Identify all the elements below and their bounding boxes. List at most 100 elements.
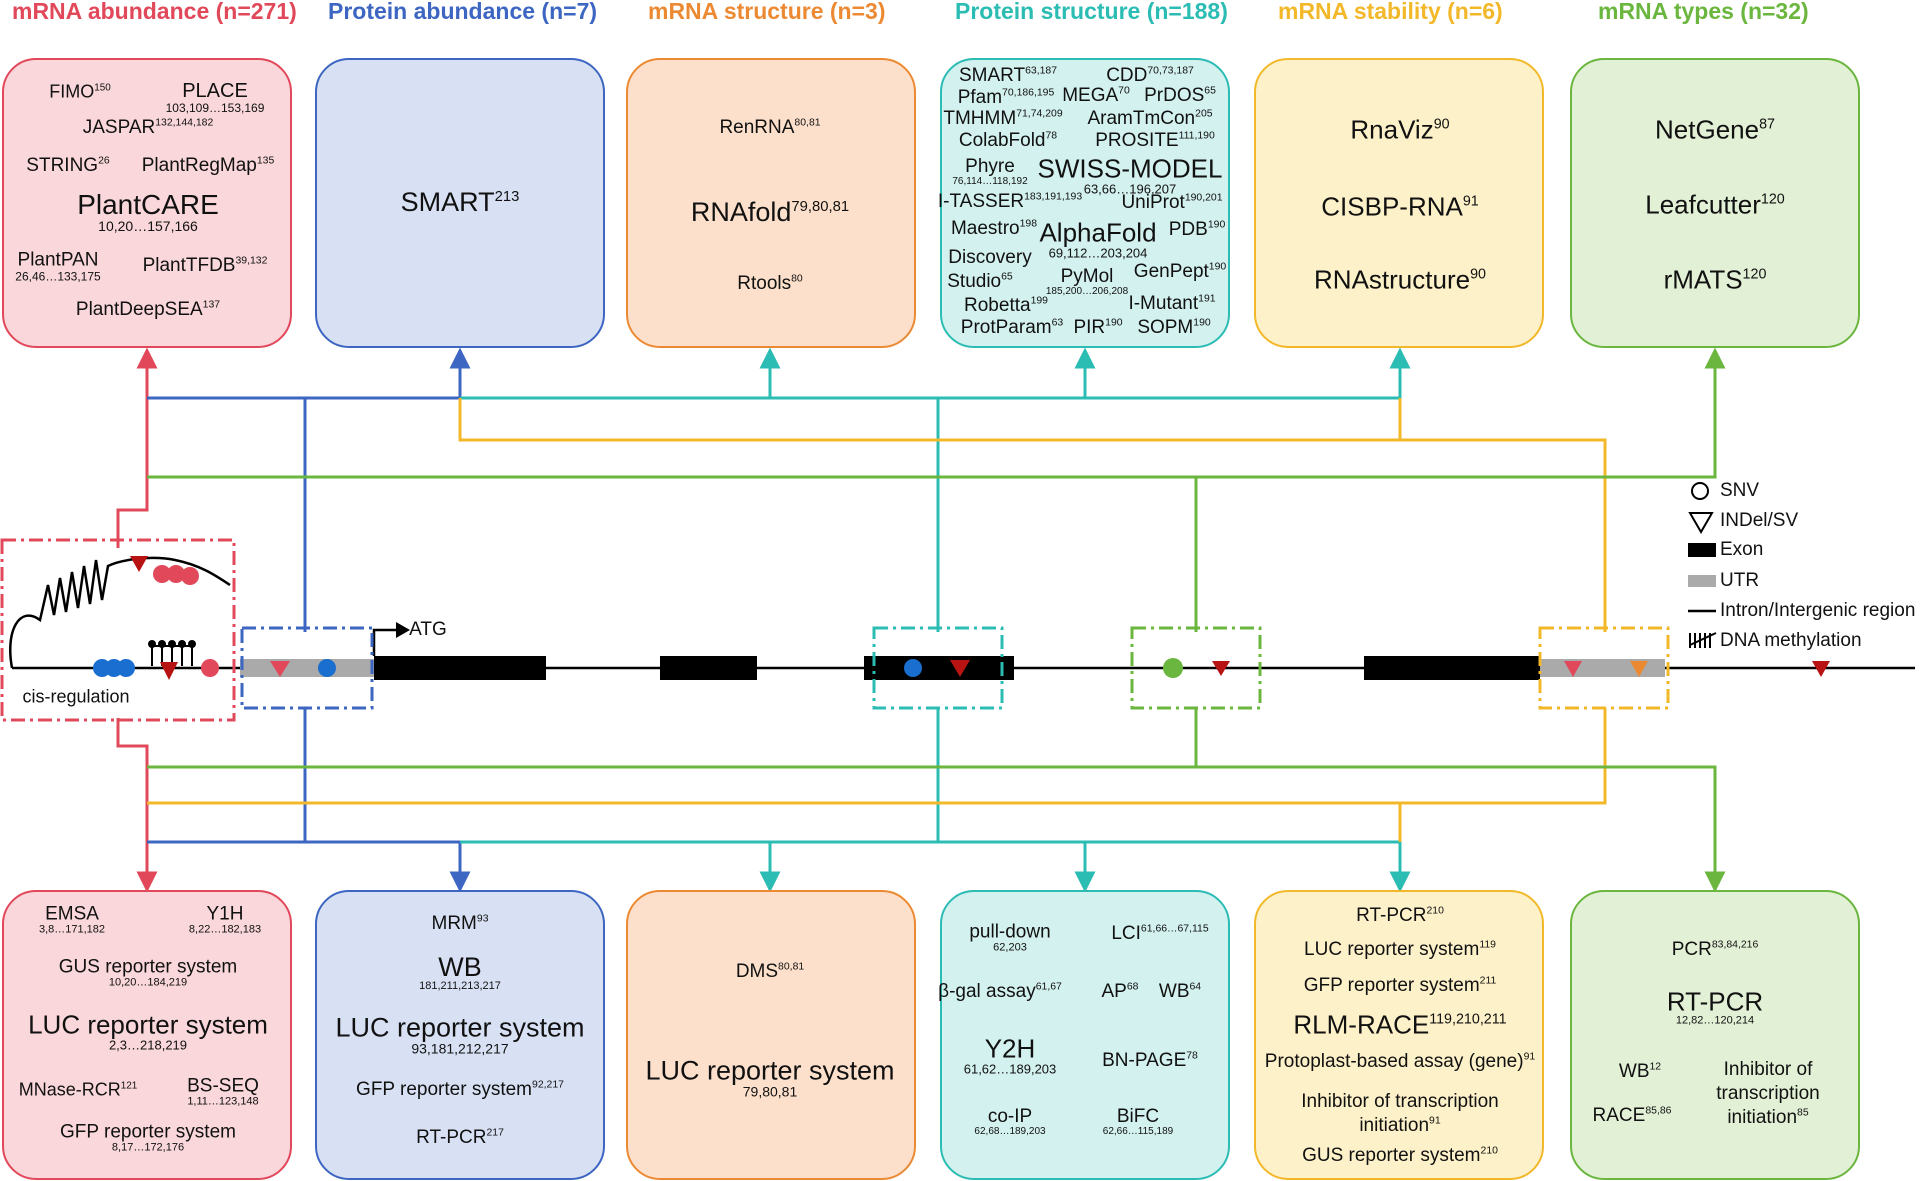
tool-item: PrDOS65	[1144, 85, 1216, 107]
method-item: RT-PCR210	[1356, 905, 1444, 927]
indel-marker-cis	[160, 662, 178, 680]
method-item: initiation91	[1359, 1115, 1441, 1137]
tool-item: AramTmCon205	[1087, 108, 1213, 130]
tool-item: PlantTFDB39,132	[142, 255, 268, 277]
exon-1	[374, 656, 546, 680]
method-item: PCR83,84,216	[1671, 939, 1759, 961]
method-item: DMS80,81	[735, 961, 805, 983]
tool-item: RNAstructure90	[1314, 264, 1486, 295]
tool-item: Robetta199	[964, 295, 1048, 317]
snv-marker-intron	[1163, 658, 1183, 678]
tool-item: Discovery	[948, 247, 1032, 269]
tool-item: RnaViz90	[1350, 114, 1450, 145]
tool-item: SMART213	[400, 186, 520, 217]
utr-5	[240, 659, 374, 677]
tool-item: Leafcutter120	[1645, 189, 1785, 220]
yellow-top-connector	[458, 398, 1607, 632]
exon-3	[864, 656, 1014, 680]
red-bottom-connector	[116, 718, 158, 893]
header-mrna-stability: mRNA stability (n=6)	[1278, 0, 1503, 24]
tool-item: Pfam70,186,195	[957, 87, 1055, 109]
promoter-box	[240, 626, 374, 710]
tool-item: PROSITE111,190	[1095, 130, 1215, 152]
tool-item: ProtParam63	[960, 317, 1064, 339]
legend-intron: Intron/Intergenic region	[1720, 600, 1916, 621]
bottom-box-mrna-structure	[626, 890, 916, 1180]
method-item: MNase-RCR121	[18, 1079, 138, 1100]
tool-item: SOPM190	[1137, 317, 1211, 339]
tool-item: RenRNA80,81	[719, 117, 821, 139]
red-top-connector	[116, 347, 158, 548]
tool-item: RNAfold79,80,81	[690, 196, 850, 227]
indel-marker-utr3-b	[1630, 661, 1648, 677]
header-mrna-types: mRNA types (n=32)	[1598, 0, 1809, 24]
tool-item: PIR190	[1073, 317, 1123, 339]
method-item: Protoplast-based assay (gene)91	[1264, 1051, 1536, 1073]
method-item: GFP reporter system211	[1303, 975, 1497, 997]
tool-item: JASPAR132,144,182	[82, 117, 214, 139]
enhancer-loop	[9, 556, 231, 669]
method-item: Inhibitor of	[1723, 1059, 1813, 1081]
snv-marker-utr5	[318, 659, 336, 677]
tool-item: Studio65	[947, 271, 1013, 293]
top-box-mrna-stability	[1254, 58, 1544, 348]
cis-box	[0, 538, 236, 722]
snv-marker-exon3	[904, 659, 922, 677]
tool-item: rMATS120	[1663, 264, 1767, 295]
indel-marker-loop	[130, 556, 148, 572]
tool-item: PlantDeepSEA137	[75, 299, 221, 321]
tool-item: GenPept190	[1133, 261, 1227, 283]
exon-2	[660, 656, 757, 680]
method-item: initiation85	[1727, 1107, 1809, 1129]
atg-label: ATG	[409, 619, 447, 641]
bottom-box-mrna-types	[1570, 890, 1860, 1180]
legend-icons	[1688, 482, 1717, 648]
indel-marker-utr5	[270, 661, 290, 677]
exon3-box	[872, 626, 1004, 710]
legend-methylation: DNA methylation	[1720, 630, 1862, 651]
tool-item: Rtools80	[737, 273, 803, 295]
legend-indel: INDel/SV	[1720, 510, 1799, 531]
indel-legend-icon	[1688, 512, 1714, 534]
utr-legend-icon	[1688, 575, 1716, 587]
header-protein-abundance: Protein abundance (n=7)	[328, 0, 598, 24]
top-box-protein-abundance	[315, 58, 605, 348]
method-item: RACE85,86	[1592, 1105, 1672, 1127]
methylation-legend-icon	[1689, 632, 1717, 648]
method-item: BN-PAGE78	[1102, 1050, 1198, 1072]
method-item: GFP reporter system92,217	[356, 1079, 564, 1101]
header-protein-structure: Protein structure (n=188)	[955, 0, 1228, 24]
method-item: transcription	[1716, 1083, 1820, 1105]
tool-item: Maestro198	[950, 218, 1038, 240]
tool-item: PDB190	[1168, 219, 1226, 241]
header-mrna-abundance: mRNA abundance (n=271)	[12, 0, 297, 24]
green-horizontal-top	[147, 347, 1726, 479]
top-box-mrna-structure	[626, 58, 916, 348]
tool-item: CISBP-RNA91	[1321, 191, 1479, 222]
bottom-box-mrna-abundance	[2, 890, 292, 1180]
exon-4	[1364, 656, 1540, 680]
blue-horizontal-bottom	[147, 840, 471, 893]
exon-legend-icon	[1688, 543, 1716, 557]
tool-item: I-Mutant191	[1128, 293, 1216, 315]
yellow-bottom-connector	[147, 708, 1607, 805]
indel-marker-utr3-a	[1564, 661, 1582, 677]
method-item: GUS reporter system210	[1302, 1145, 1498, 1167]
tool-item: STRING26	[26, 155, 110, 177]
legend-utr: UTR	[1720, 570, 1760, 591]
method-item: β-gal assay61,67	[938, 981, 1062, 1003]
